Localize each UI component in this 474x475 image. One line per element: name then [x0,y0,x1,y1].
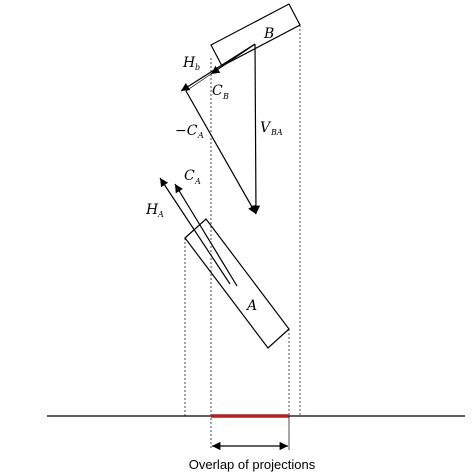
vector-minus-c-a [185,90,257,215]
label-h-a-sub: A [157,210,164,219]
label-minus-c-a-sub: A [197,131,204,140]
label-minus-c-a: −C [175,123,198,139]
vector-c-b [210,43,256,75]
connector-a [207,237,238,287]
body-b [210,3,301,67]
label-c-b-sub: B [222,92,229,101]
label-h-a: H [145,202,159,218]
label-c-a: C [184,168,195,184]
label-v-ba: V [260,120,272,136]
label-b: B [263,26,274,42]
label-a: A [245,298,257,314]
label-h-b: H [182,55,196,71]
vector-v-ba [251,43,261,215]
label-c-b: C [212,83,223,99]
body-a [184,218,290,349]
caption: Overlap of projections [189,457,316,472]
label-v-ba-sub: BA [270,128,283,137]
label-h-b-sub: b [195,63,200,72]
vector-h-a [159,177,231,285]
connector-b-triangle [185,73,212,92]
label-c-a-sub: A [194,177,201,186]
